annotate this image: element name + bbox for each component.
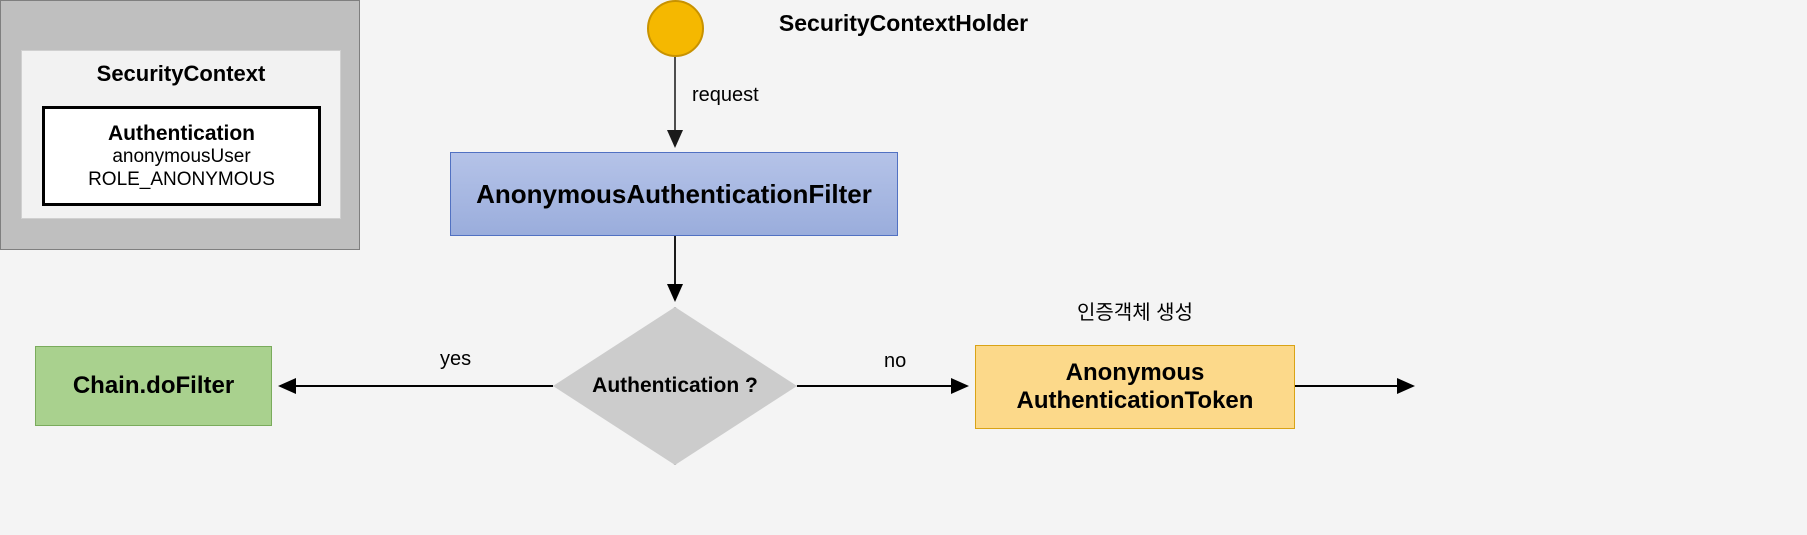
node-security-context[interactable]: SecurityContext Authentication anonymous…	[21, 50, 341, 219]
token-node-label-line2: AuthenticationToken	[1016, 387, 1254, 414]
chain-node-label: Chain.doFilter	[72, 372, 235, 399]
edge-label-request: request	[692, 84, 759, 106]
authentication-authority: ROLE_ANONYMOUS	[88, 168, 275, 190]
security-context-title: SecurityContext	[96, 61, 266, 86]
annotation-create-token: 인증객체 생성	[1077, 302, 1193, 324]
authentication-title: Authentication	[108, 121, 255, 145]
decision-node-label: Authentication ?	[592, 374, 758, 397]
node-security-context-holder[interactable]: SecurityContextHolder SecurityContext Au…	[0, 0, 1028, 250]
filter-node-label: AnonymousAuthenticationFilter	[476, 178, 872, 209]
security-context-holder-title: SecurityContextHolder	[778, 10, 1029, 36]
node-authentication-decision[interactable]: Authentication ?	[553, 307, 797, 465]
edge-label-no: no	[884, 350, 907, 372]
node-chain-dofilter[interactable]: Chain.doFilter	[35, 346, 272, 426]
authentication-principal: anonymousUser	[112, 145, 251, 167]
edge-label-yes: yes	[440, 348, 472, 370]
node-authentication-object[interactable]: Authentication anonymousUser ROLE_ANONYM…	[42, 106, 321, 206]
node-anonymous-authentication-token[interactable]: Anonymous AuthenticationToken	[975, 345, 1295, 429]
start-node[interactable]	[647, 0, 704, 57]
token-node-label-line1: Anonymous	[1065, 359, 1205, 387]
node-anonymous-authentication-filter[interactable]: AnonymousAuthenticationFilter	[450, 152, 898, 236]
